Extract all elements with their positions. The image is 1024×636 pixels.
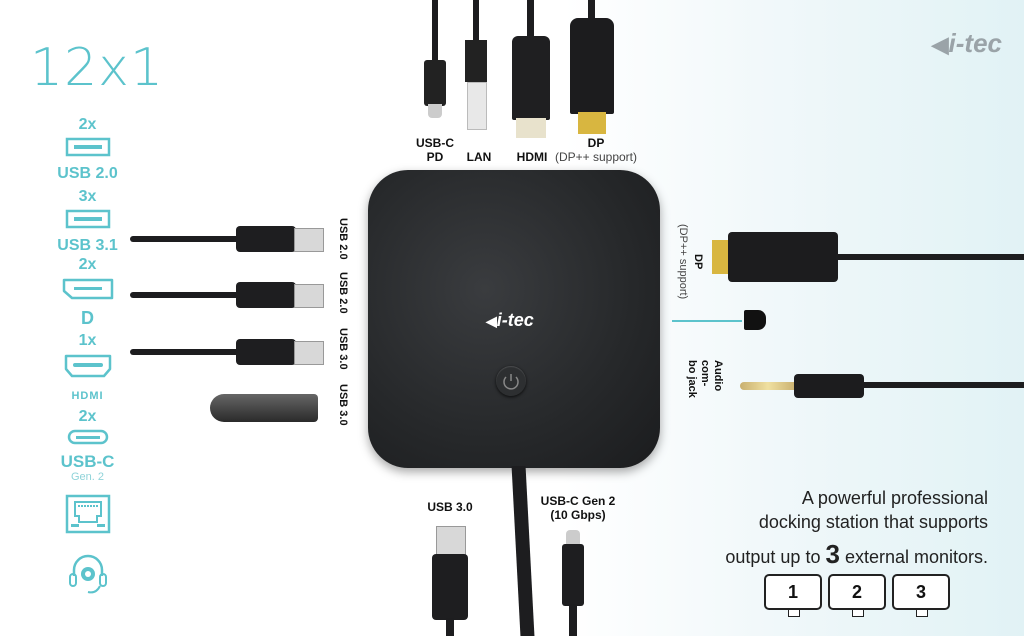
port-label-dp: DP (DP++ support)	[554, 136, 638, 164]
port-label-audio: Audio com-bo jack	[686, 360, 724, 398]
power-button[interactable]	[496, 366, 526, 396]
dock-logo: ◀i-tec	[486, 310, 534, 330]
feature-hdmi: 1x HDMI	[40, 332, 135, 405]
lan-cable	[473, 0, 479, 42]
audio-cable	[862, 382, 1024, 388]
dp-cable	[588, 0, 595, 20]
usb-a-plug-icon	[436, 526, 466, 558]
usbc-pd-cable	[432, 0, 438, 62]
docking-station: ◀i-tec	[368, 170, 660, 468]
displayport-icon	[62, 278, 113, 300]
port-label-left-1: USB 2.0	[337, 218, 349, 260]
headset-icon	[68, 554, 107, 594]
usb-c-icon	[67, 429, 108, 445]
dp-cable-right	[836, 254, 1024, 260]
tagline: A powerful professional docking station …	[725, 488, 988, 569]
feature-displayport: 2x D	[40, 256, 135, 327]
port-label-right-dp: (DP++ support)	[677, 224, 689, 300]
usb-a-icon	[65, 137, 110, 157]
dock-host-cable	[511, 466, 535, 636]
feature-usb20: 2x USB 2.0	[57, 116, 118, 182]
rj45-plug-icon	[465, 40, 487, 82]
feature-usbc: 2x USB-C Gen. 2	[60, 408, 115, 483]
hdmi-cable	[527, 0, 534, 36]
hdmi-icon	[64, 354, 111, 378]
port-label-bottom-usbc: USB-C Gen 2(10 Gbps)	[540, 494, 616, 522]
usbc-plug-icon	[424, 60, 446, 106]
lock-slot-line	[672, 320, 742, 322]
port-label-right-dp-title: DP	[692, 254, 704, 270]
port-label-left-3: USB 3.0	[337, 328, 349, 370]
kensington-lock-icon	[744, 310, 766, 330]
feature-audio	[40, 550, 135, 601]
port-label-left-4: USB 3.0	[337, 384, 349, 426]
usb-a-plug-icon	[236, 226, 296, 252]
power-icon	[503, 374, 519, 390]
product-title: 12x1	[30, 38, 165, 98]
audio-jack-plug-icon	[740, 382, 796, 390]
monitor-icon-3: 3	[892, 574, 950, 617]
usb-cable-3	[130, 349, 240, 355]
feature-usb31: 3x USB 3.1	[57, 188, 118, 254]
brand-logo: ◀i-tec	[931, 28, 1002, 58]
feature-ethernet	[40, 494, 135, 539]
monitor-icon-2: 2	[828, 574, 886, 617]
brand-arrow-icon: ◀	[486, 313, 497, 329]
dp-plug-icon	[728, 232, 838, 282]
usb-a-icon	[65, 209, 110, 229]
usb-a-plug-icon	[236, 339, 296, 365]
port-label-bottom-usb30: USB 3.0	[427, 500, 473, 514]
usb-cable-2	[130, 292, 240, 298]
monitor-icons: 1 2 3	[764, 574, 950, 617]
usb-flash-drive-icon	[210, 394, 318, 422]
usb-a-plug-icon	[236, 282, 296, 308]
usb-cable-1	[130, 236, 240, 242]
usbc-plug-icon	[566, 530, 580, 546]
dp-plug-icon	[570, 18, 614, 114]
ethernet-icon	[65, 494, 110, 534]
monitor-icon-1: 1	[764, 574, 822, 617]
port-label-hdmi: HDMI	[516, 150, 548, 164]
port-label-left-2: USB 2.0	[337, 272, 349, 314]
port-label-lan: LAN	[466, 150, 492, 164]
hdmi-plug-icon	[512, 36, 550, 120]
brand-arrow-icon: ◀	[931, 32, 949, 57]
